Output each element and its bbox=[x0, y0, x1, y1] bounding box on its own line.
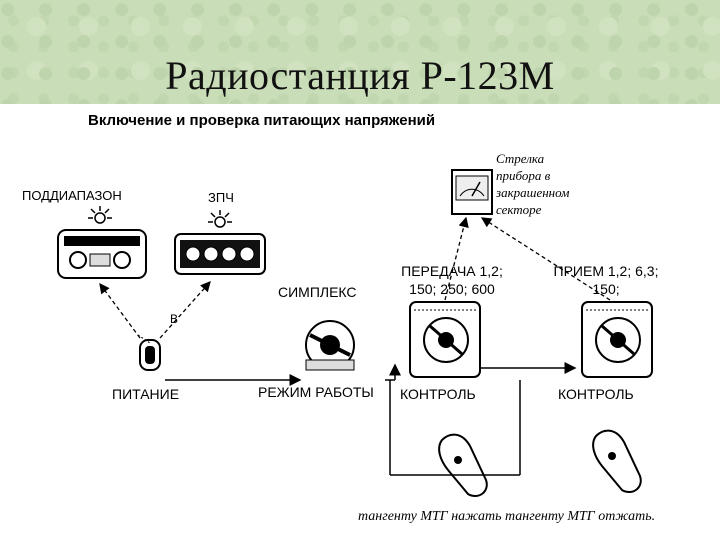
label-priem-line2: 150; bbox=[592, 281, 620, 297]
bottom-note: тангенту МТГ нажать тангенту МТГ отжать. bbox=[358, 509, 656, 524]
dashed-arrows bbox=[99, 216, 611, 339]
mode-switch bbox=[305, 320, 355, 371]
zpch-panel bbox=[174, 233, 266, 275]
label-pitanie: ПИТАНИЕ bbox=[112, 386, 180, 402]
subband-lamp-icon bbox=[88, 206, 112, 224]
label-kontrol-2: КОНТРОЛЬ bbox=[558, 386, 634, 402]
subband-panel bbox=[57, 229, 147, 279]
meter-note: Стрелка прибора в закрашенном секторе bbox=[496, 150, 569, 218]
header-texture bbox=[0, 0, 720, 104]
label-peredacha-line1: ПЕРЕДАЧА 1,2; bbox=[401, 263, 503, 279]
power-switch bbox=[137, 334, 161, 371]
control-dial-1 bbox=[409, 301, 481, 378]
meter-note-line: секторе bbox=[496, 202, 542, 217]
slide-header: Радиостанция Р-123М bbox=[0, 0, 720, 104]
label-zpch: ЗПЧ bbox=[208, 190, 234, 205]
label-poddiapazon: ПОДДИАПАЗОН bbox=[22, 188, 122, 203]
hand-press-icon bbox=[438, 433, 488, 498]
meter-note-line: Стрелка bbox=[496, 151, 545, 166]
label-kontrol-1: КОНТРОЛЬ bbox=[400, 386, 476, 402]
label-priem-line1: ПРИЕМ 1,2; 6,3; bbox=[553, 263, 659, 279]
label-peredacha-line2: 150; 250; 600 bbox=[409, 281, 495, 297]
meter-note-line: закрашенном bbox=[496, 185, 570, 200]
label-peredacha: ПЕРЕДАЧА 1,2; 150; 250; 600 bbox=[388, 262, 516, 298]
hand-release-icon bbox=[592, 429, 642, 494]
label-priem: ПРИЕМ 1,2; 6,3; 150; bbox=[540, 262, 672, 298]
zpch-lamp-icon bbox=[208, 210, 232, 228]
slide-title: Радиостанция Р-123М bbox=[165, 53, 555, 98]
control-dial-2 bbox=[581, 301, 653, 378]
label-rezhim: РЕЖИМ РАБОТЫ bbox=[258, 384, 374, 400]
meter-note-line: прибора в bbox=[496, 168, 551, 183]
flow-lines bbox=[165, 362, 577, 476]
slide-subtitle: Включение и проверка питающих напряжений bbox=[88, 112, 436, 129]
label-v: В bbox=[170, 312, 179, 326]
label-simpleks: СИМПЛЕКС bbox=[278, 284, 357, 300]
meter-icon bbox=[451, 169, 493, 215]
